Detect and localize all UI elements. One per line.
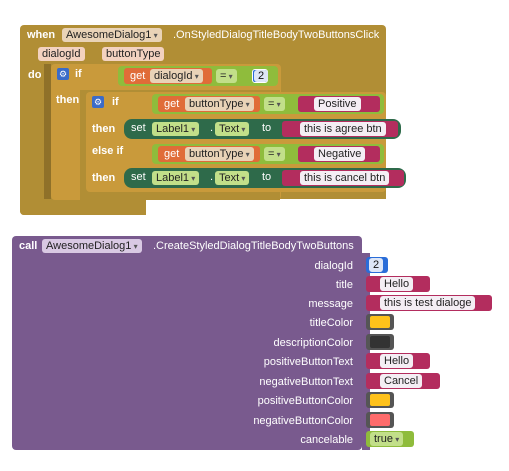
arg-label-negativeButtonColor: negativeButtonColor	[253, 415, 353, 427]
arg-label-positiveButtonText: positiveButtonText	[263, 356, 353, 368]
gear-icon[interactable]: ⚙	[57, 68, 69, 80]
set-component-dropdown-1[interactable]: Label1	[152, 122, 200, 136]
arg-value-message[interactable]: this is test dialoge	[380, 296, 476, 310]
arg-value-title[interactable]: Hello	[380, 277, 414, 291]
event-component-dropdown[interactable]: AwesomeDialog1	[62, 28, 162, 42]
arg-label-message: message	[308, 298, 353, 310]
var-dropdown-buttonType-1[interactable]: buttonType	[185, 97, 254, 111]
get-label-2: get	[164, 98, 180, 110]
color-swatch-negativeButtonColor[interactable]	[370, 414, 390, 426]
text-cancel[interactable]: this is cancel btn	[300, 171, 390, 185]
get-label-1: get	[130, 70, 146, 82]
event-when-label: when	[27, 29, 56, 41]
param-dialogId[interactable]: dialogId	[38, 47, 85, 61]
arg-label-negativeButtonText: negativeButtonText	[259, 376, 353, 388]
compare-op-dropdown-3[interactable]: =	[264, 147, 285, 161]
var-dropdown-dialogId[interactable]: dialogId	[150, 69, 203, 83]
arg-value-positiveButtonText[interactable]: Hello	[380, 354, 414, 368]
arg-label-titleColor: titleColor	[309, 317, 353, 329]
call-label: call	[19, 240, 38, 252]
event-notch-bg	[146, 199, 386, 215]
text-agree[interactable]: this is agree btn	[300, 122, 386, 136]
param-buttonType[interactable]: buttonType	[102, 47, 165, 61]
arg-value-negativeButtonText[interactable]: Cancel	[380, 374, 423, 388]
set-property-dropdown-2[interactable]: Text	[215, 171, 250, 185]
number-2-inner[interactable]: 2	[254, 70, 269, 82]
text-positive[interactable]: Positive	[314, 97, 361, 111]
set-to-label-2: to	[262, 171, 272, 183]
set-dot-2: .	[210, 171, 214, 183]
compare-op-dropdown-2[interactable]: =	[264, 97, 285, 111]
gear-icon-inner[interactable]: ⚙	[92, 96, 104, 108]
event-do-slot	[44, 64, 51, 199]
event-footer	[20, 199, 146, 215]
set-component-dropdown-2[interactable]: Label1	[152, 171, 200, 185]
text-negative[interactable]: Negative	[314, 147, 366, 161]
set-label-1: set	[131, 122, 146, 134]
if-outer-label: if	[75, 68, 82, 80]
color-swatch-descriptionColor[interactable]	[370, 336, 390, 348]
color-swatch-titleColor[interactable]	[370, 316, 390, 328]
else-if-label: else if	[92, 145, 124, 157]
var-dropdown-buttonType-2[interactable]: buttonType	[185, 147, 254, 161]
set-dot-1: .	[210, 122, 214, 134]
call-method-label: .CreateStyledDialogTitleBodyTwoButtons	[153, 240, 354, 252]
arg-value-cancelable[interactable]: true	[370, 432, 404, 446]
arg-label-positiveButtonColor: positiveButtonColor	[257, 395, 353, 407]
event-name-label: .OnStyledDialogTitleBodyTwoButtonsClick	[173, 29, 380, 41]
call-component-dropdown[interactable]: AwesomeDialog1	[42, 239, 142, 253]
get-label-3: get	[164, 148, 180, 160]
arg-label-title: title	[335, 279, 353, 291]
arg-label-descriptionColor: descriptionColor	[273, 337, 353, 349]
then-outer-label: then	[56, 94, 80, 106]
args-column	[362, 253, 370, 450]
set-label-2: set	[131, 171, 146, 183]
arg-value-dialogId[interactable]: 2	[369, 258, 384, 272]
if-inner-label: if	[112, 96, 119, 108]
call-block[interactable]	[12, 236, 362, 450]
set-to-label-1: to	[262, 122, 272, 134]
then-inner-label-1: then	[92, 123, 116, 135]
arg-label-dialogId: dialogId	[314, 260, 353, 272]
compare-op-dropdown-1[interactable]: =	[216, 69, 237, 83]
event-do-label: do	[28, 69, 42, 81]
arg-label-cancelable: cancelable	[300, 434, 353, 446]
then-inner-label-2: then	[92, 172, 116, 184]
color-swatch-positiveButtonColor[interactable]	[370, 394, 390, 406]
set-property-dropdown-1[interactable]: Text	[215, 122, 250, 136]
